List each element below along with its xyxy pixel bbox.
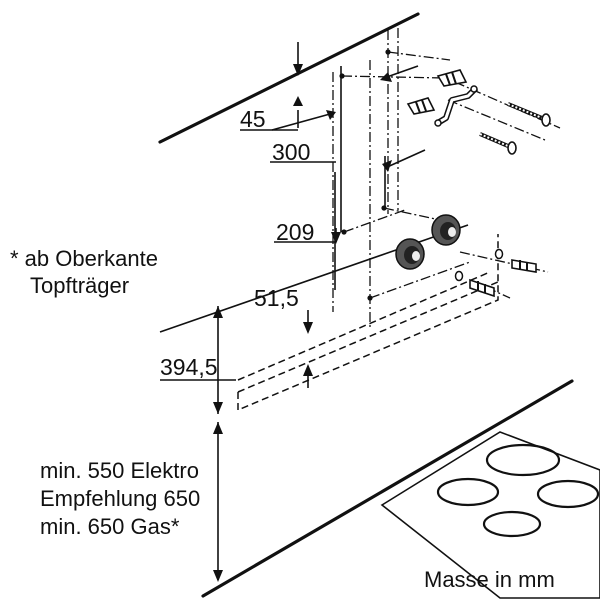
footnote-line-1: * ab Oberkante xyxy=(10,246,158,271)
hood-outline xyxy=(159,224,499,412)
hood-knob-2 xyxy=(395,238,425,270)
dimension-51-5-label: 51,5 xyxy=(254,285,299,311)
clearance-line-1: min. 550 Elektro xyxy=(40,458,199,483)
footnote: * ab Oberkante Topfträger xyxy=(10,246,158,298)
washer-lower-2 xyxy=(454,270,464,282)
ceiling-arrow xyxy=(293,42,303,76)
screw-upper-1 xyxy=(507,102,551,127)
drill-holes xyxy=(339,49,391,301)
cooktop xyxy=(201,379,600,599)
dimension-45: 45 xyxy=(240,96,303,132)
dimension-51-5: 51,5 xyxy=(254,285,313,388)
wall-plug-upper-2 xyxy=(406,97,436,115)
units-label: Masse in mm xyxy=(424,567,555,592)
projection-lines xyxy=(341,51,561,299)
dimension-394-5: 394,5 xyxy=(160,306,236,414)
dimension-209-label: 209 xyxy=(276,219,314,245)
dimension-45-label: 45 xyxy=(240,106,266,132)
washer-lower-1 xyxy=(494,248,504,260)
footnote-line-2: Topfträger xyxy=(30,273,129,298)
wall-bracket xyxy=(434,85,479,127)
ceiling xyxy=(158,12,420,144)
dimension-300-label: 300 xyxy=(272,139,310,165)
wall-plug-upper-1 xyxy=(436,69,468,87)
dimension-209: 209 xyxy=(274,149,426,245)
dimension-300: 300 xyxy=(270,65,419,165)
hood-knob-1 xyxy=(431,214,461,246)
screw-upper-2 xyxy=(479,132,517,155)
clearance-line-3: min. 650 Gas* xyxy=(40,514,180,539)
clearance-line-2: Empfehlung 650 xyxy=(40,486,200,511)
clearance-notes: min. 550 Elektro Empfehlung 650 min. 650… xyxy=(40,458,200,539)
dimension-clearance xyxy=(213,422,223,582)
wall-plug-lower-1 xyxy=(511,259,537,273)
wall-plug-lower-2 xyxy=(469,278,495,298)
dimension-394-5-label: 394,5 xyxy=(160,354,218,380)
